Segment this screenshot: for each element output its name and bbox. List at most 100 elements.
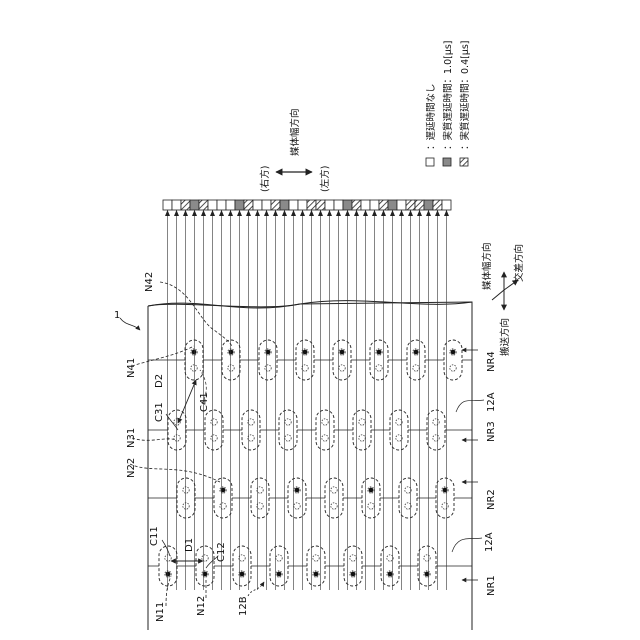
jet-arrow-head [165, 210, 170, 216]
strip-cell [316, 200, 325, 210]
jet-arrow-head [327, 210, 332, 216]
legend-text-d04: ：実質遅延時間：0.4[μs] [459, 40, 471, 150]
label-d1: D1 [184, 538, 195, 552]
nozzle [288, 478, 306, 518]
label-n42: N42 [144, 272, 155, 292]
legend-text-d10: ：実質遅延時間：1.0[μs] [442, 40, 454, 150]
strip-cell [217, 200, 226, 210]
nozzle [370, 340, 388, 380]
legend-swatch-blank [426, 158, 434, 166]
jet-arrow-head [183, 210, 188, 216]
label-n41: N41 [126, 358, 137, 378]
head-label-12b: 12B [238, 596, 249, 616]
jet-arrow-head [318, 210, 323, 216]
nozzle [407, 340, 425, 380]
jet-arrow-head [273, 210, 278, 216]
legend-swatch-gray [443, 158, 451, 166]
strip-cell [271, 200, 280, 210]
label-n22: N22 [126, 458, 137, 478]
row-label-nr4: NR4 [486, 351, 497, 372]
nozzle [222, 340, 240, 380]
row-label-nr1: NR1 [486, 575, 497, 596]
nozzle [279, 410, 297, 450]
jet-arrow-head [399, 210, 404, 216]
jet-arrow-head [192, 210, 197, 216]
head-label-12a-upper: 12A [486, 392, 497, 412]
jet-arrow-head [300, 210, 305, 216]
strip-cell [298, 200, 307, 210]
jet-arrow-head [354, 210, 359, 216]
row-label-nr3: NR3 [486, 421, 497, 442]
axis-cross-label: 交差方向 [513, 244, 525, 282]
head-leader-12a-upper [456, 400, 484, 412]
axes-indicator: 媒体幅方向 交差方向 搬送方向 [481, 242, 525, 356]
jet-arrow-head [210, 210, 215, 216]
jet-arrow-head [336, 210, 341, 216]
legend: ：遅延時間なし ：実質遅延時間：1.0[μs] ：実質遅延時間：0.4[μs] [425, 40, 471, 166]
strip-cell [415, 200, 424, 210]
nozzle [159, 546, 177, 586]
strip-cell [226, 200, 235, 210]
jet-arrow-head [417, 210, 422, 216]
strip-cell [199, 200, 208, 210]
strip-cell [253, 200, 262, 210]
jet-arrow-head [426, 210, 431, 216]
strip-cell [370, 200, 379, 210]
nozzle [316, 410, 334, 450]
jet-arrow-head [309, 210, 314, 216]
strip-cell [325, 200, 334, 210]
jet-arrow-head [390, 210, 395, 216]
dim-d2 [178, 380, 196, 423]
label-n31: N31 [126, 428, 137, 448]
strip-cell [307, 200, 316, 210]
jet-arrow-head [363, 210, 368, 216]
width-direction-indicator: 媒体幅方向 (右方) (左方) [259, 108, 331, 192]
label-c31: C31 [154, 402, 165, 422]
strip-cell [163, 200, 172, 210]
jet-arrow-head [444, 210, 449, 216]
strip-cell [442, 200, 451, 210]
nozzle [214, 478, 232, 518]
nozzle [205, 410, 223, 450]
label-c12: C12 [216, 542, 227, 562]
axis-width-label: 媒体幅方向 [481, 242, 493, 290]
head-leader-12b [248, 582, 264, 596]
strip-cell [397, 200, 406, 210]
jet-arrow-head [219, 210, 224, 216]
strip-cell [190, 200, 199, 210]
nozzle [177, 478, 195, 518]
strip-cell [172, 200, 181, 210]
nozzle [418, 546, 436, 586]
strip-cell [424, 200, 433, 210]
axis-transport-label: 搬送方向 [499, 318, 511, 356]
head-leader-12a-lower [452, 538, 482, 552]
nozzle [353, 410, 371, 450]
jet-arrow-head [408, 210, 413, 216]
nozzle [362, 478, 380, 518]
leader-n22 [130, 464, 220, 482]
width-direction-left: (左方) [319, 166, 331, 192]
strip-cell [244, 200, 253, 210]
strip-cell [343, 200, 352, 210]
strip-cell [208, 200, 217, 210]
strip-cell [406, 200, 415, 210]
figure-number-leader [120, 318, 140, 330]
jet-arrow-head [237, 210, 242, 216]
jet-arrow-head [291, 210, 296, 216]
nozzle [427, 410, 445, 450]
nozzle [168, 410, 186, 450]
strip-cell [379, 200, 388, 210]
jet-arrow-head [174, 210, 179, 216]
nozzle [436, 478, 454, 518]
legend-swatch-hatch [460, 158, 468, 166]
nozzle [270, 546, 288, 586]
figure-number: 1 [114, 310, 120, 321]
strip-cell [289, 200, 298, 210]
width-direction-right: (右方) [259, 166, 271, 192]
jet-arrow-head [372, 210, 377, 216]
strip-cell [280, 200, 289, 210]
jet-arrow-head [228, 210, 233, 216]
label-d2: D2 [154, 374, 165, 388]
label-c41: C41 [199, 392, 210, 412]
